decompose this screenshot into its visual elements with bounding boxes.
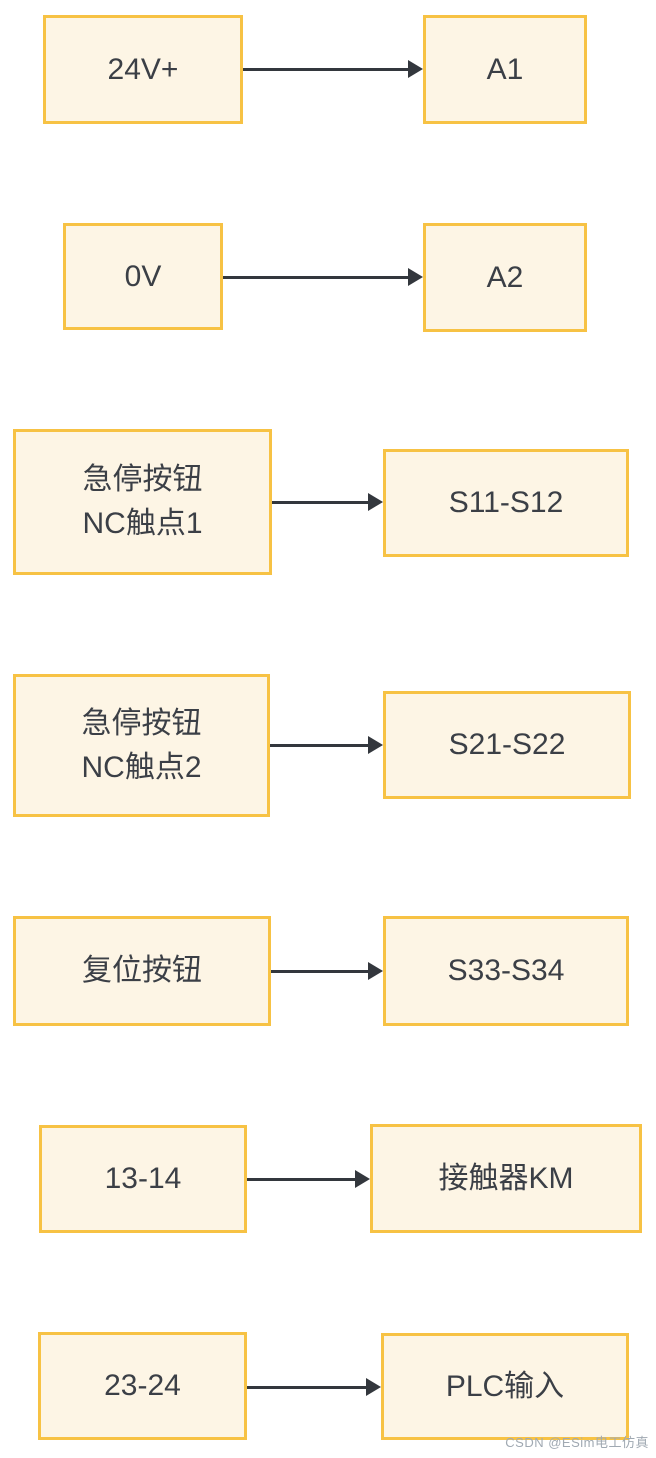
box-label: 复位按钮 xyxy=(82,954,202,987)
arrow-line xyxy=(272,500,370,504)
target-box: S33-S34 xyxy=(383,916,629,1026)
arrow-line xyxy=(223,275,410,279)
arrow-head-icon xyxy=(368,962,383,980)
arrow-head-icon xyxy=(366,1378,381,1396)
source-box: 13-14 xyxy=(39,1125,247,1233)
box-label: 24V+ xyxy=(107,52,179,86)
target-box: A1 xyxy=(423,15,587,124)
arrow-head-icon xyxy=(408,268,423,286)
box-label: A2 xyxy=(486,260,524,294)
watermark: CSDN @ESim电工仿真 xyxy=(505,1435,649,1450)
box-label: S33-S34 xyxy=(447,954,565,987)
arrow-head-icon xyxy=(408,60,423,78)
source-box: 0V xyxy=(63,223,223,330)
arrow-line xyxy=(247,1177,357,1181)
arrow-head-icon xyxy=(368,736,383,754)
box-label: 急停按钮 NC触点2 xyxy=(81,706,202,784)
source-box: 急停按钮 NC触点1 xyxy=(13,429,272,575)
arrow-head-icon xyxy=(368,493,383,511)
arrow xyxy=(247,1378,381,1396)
arrow xyxy=(271,962,383,980)
arrow-line xyxy=(271,969,370,973)
target-box: 接触器KM xyxy=(370,1124,642,1233)
arrow-head-icon xyxy=(355,1170,370,1188)
box-label: A1 xyxy=(486,52,524,86)
target-box: A2 xyxy=(423,223,587,332)
box-label: PLC输入 xyxy=(445,1369,565,1403)
arrow-line xyxy=(270,743,370,747)
box-label: 13-14 xyxy=(104,1162,182,1195)
arrow xyxy=(243,60,423,78)
arrow xyxy=(247,1170,370,1188)
arrow xyxy=(223,268,423,286)
arrow xyxy=(272,493,383,511)
source-box: 24V+ xyxy=(43,15,243,124)
box-label: S21-S22 xyxy=(448,728,566,761)
target-box: S11-S12 xyxy=(383,449,629,557)
box-label: 接触器KM xyxy=(438,1161,574,1195)
source-box: 23-24 xyxy=(38,1332,247,1440)
target-box: S21-S22 xyxy=(383,691,631,799)
box-label: 23-24 xyxy=(104,1369,181,1402)
arrow xyxy=(270,736,383,754)
arrow-line xyxy=(247,1385,368,1389)
box-label: 急停按钮 NC触点1 xyxy=(82,463,203,540)
source-box: 急停按钮 NC触点2 xyxy=(13,674,270,817)
target-box: PLC输入 xyxy=(381,1333,629,1440)
box-label: 0V xyxy=(124,259,162,293)
box-label: S11-S12 xyxy=(448,486,564,519)
arrow-line xyxy=(243,67,410,71)
source-box: 复位按钮 xyxy=(13,916,271,1026)
